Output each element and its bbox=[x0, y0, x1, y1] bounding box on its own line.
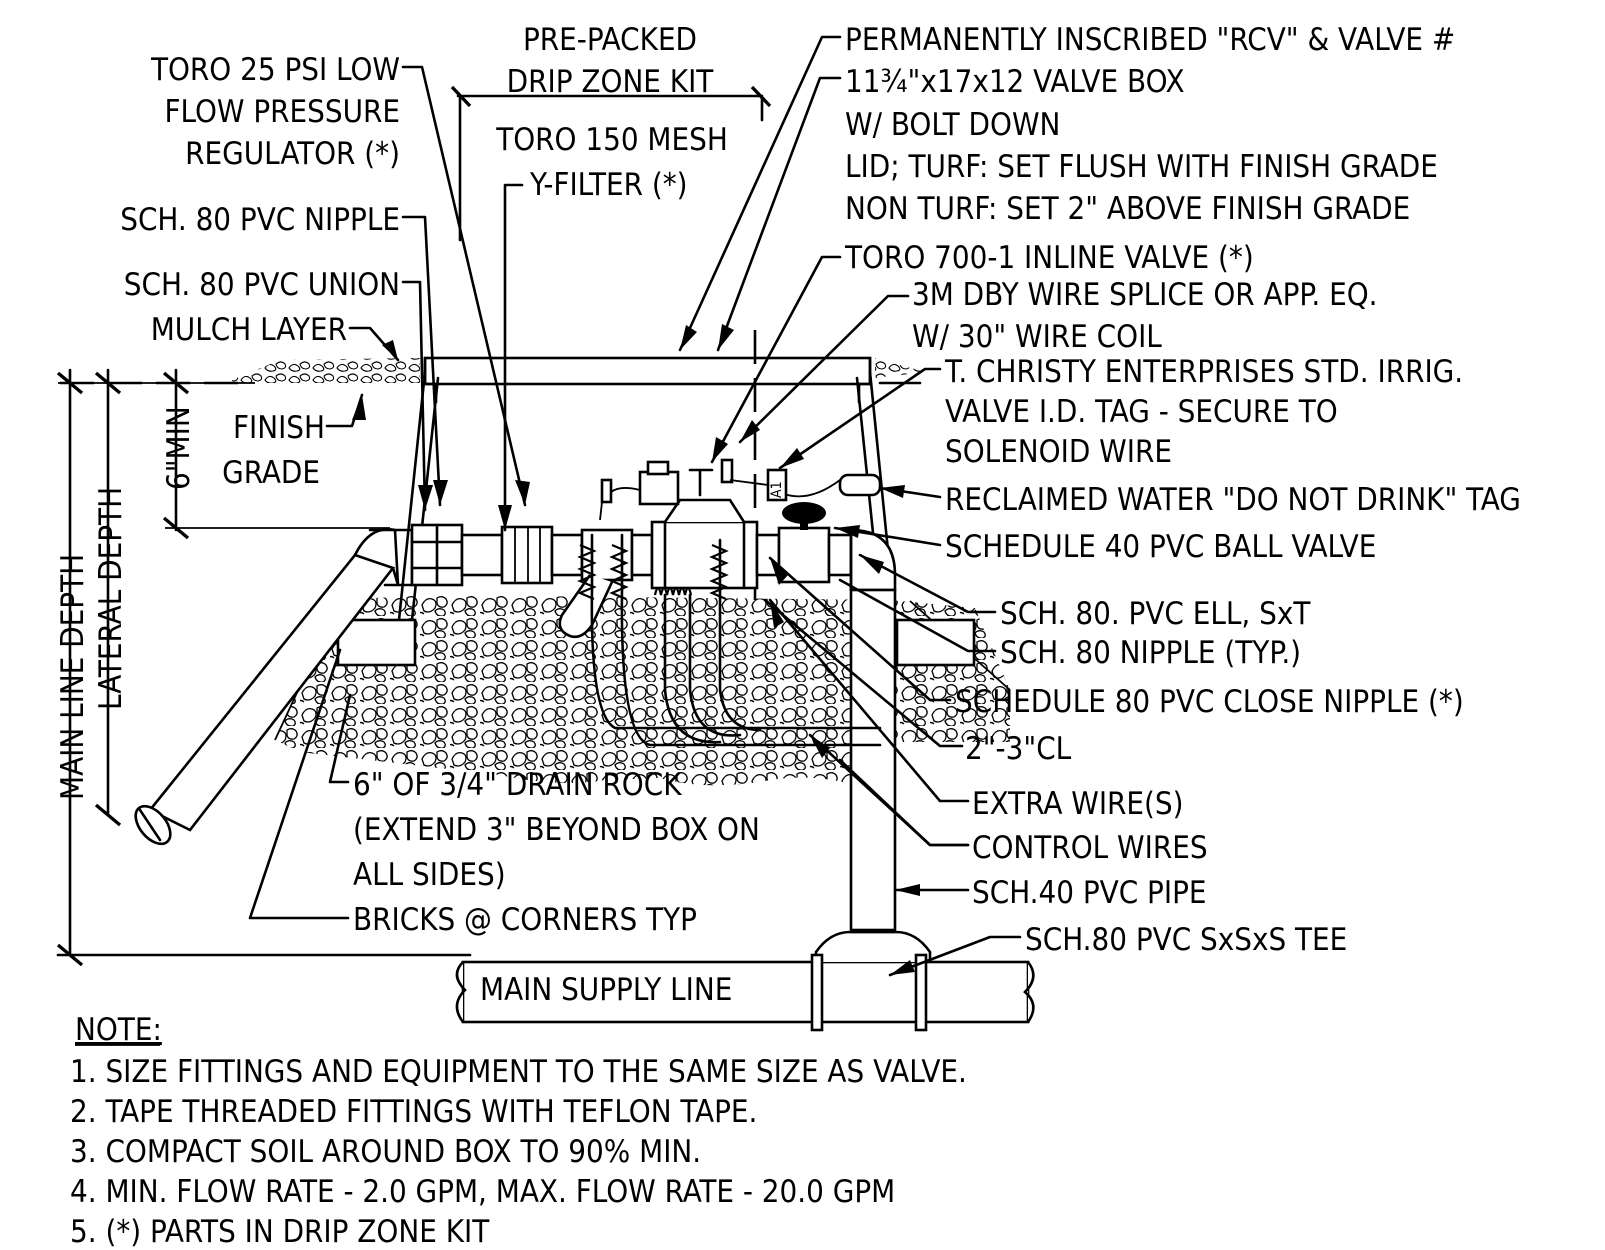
label-reclaimed-tag: RECLAIMED WATER "DO NOT DRINK" TAG bbox=[945, 482, 1521, 518]
note-item: 1. SIZE FITTINGS AND EQUIPMENT TO THE SA… bbox=[70, 1054, 967, 1090]
leader-arrowheads bbox=[352, 324, 920, 975]
note-item: 4. MIN. FLOW RATE - 2.0 GPM, MAX. FLOW R… bbox=[70, 1174, 895, 1210]
label-id-tag-2: VALVE I.D. TAG - SECURE TO bbox=[945, 394, 1338, 430]
label-finish-grade-2: GRADE bbox=[222, 455, 320, 491]
brick-left bbox=[336, 618, 417, 667]
leader-lines bbox=[248, 35, 1022, 977]
label-wire-splice-2: W/ 30" WIRE COIL bbox=[912, 319, 1162, 355]
valve-box-lid bbox=[423, 356, 872, 386]
label-id-tag-1: T. CHRISTY ENTERPRISES STD. IRRIG. bbox=[944, 354, 1463, 390]
valve-id-tag bbox=[766, 468, 788, 502]
label-valve-box-1: 11¾"x17x12 VALVE BOX bbox=[845, 64, 1185, 100]
label-drip-kit-2: DRIP ZONE KIT bbox=[507, 64, 715, 100]
left-labels: TORO 25 PSI LOW FLOW PRESSURE REGULATOR … bbox=[120, 52, 400, 491]
label-drain-rock-1: 6" OF 3/4" DRAIN ROCK bbox=[353, 767, 682, 803]
label-id-tag-3: SOLENOID WIRE bbox=[945, 434, 1172, 470]
label-valve-box-2: W/ BOLT DOWN bbox=[845, 107, 1060, 143]
lateral-depth-label: LATERAL DEPTH bbox=[93, 487, 129, 710]
note-item: 5. (*) PARTS IN DRIP ZONE KIT bbox=[70, 1214, 490, 1250]
label-ell: SCH. 80. PVC ELL, SxT bbox=[1000, 596, 1311, 632]
pressure-regulator bbox=[500, 525, 554, 585]
label-mulch: MULCH LAYER bbox=[151, 312, 347, 348]
label-inline-valve: TORO 700-1 INLINE VALVE (*) bbox=[844, 240, 1254, 276]
control-wires bbox=[577, 479, 882, 747]
sch40-riser-pipe bbox=[849, 588, 897, 932]
label-extra-wires: EXTRA WIRE(S) bbox=[972, 786, 1184, 822]
main-supply-line bbox=[455, 930, 1035, 1032]
label-valve-box-4: NON TURF: SET 2" ABOVE FINISH GRADE bbox=[845, 191, 1410, 227]
label-drain-rock-3: ALL SIDES) bbox=[353, 857, 506, 893]
six-inch-min-label: 6"MIN bbox=[161, 406, 197, 490]
inline-valve-body bbox=[650, 520, 759, 590]
label-close-nipple: SCHEDULE 80 PVC CLOSE NIPPLE (*) bbox=[955, 684, 1464, 720]
notes-block: NOTE: 1. SIZE FITTINGS AND EQUIPMENT TO … bbox=[70, 1012, 967, 1250]
mulch-layer bbox=[232, 358, 925, 383]
top-labels: PRE-PACKED DRIP ZONE KIT TORO 150 MESH Y… bbox=[495, 22, 728, 203]
label-valve-box-3: LID; TURF: SET FLUSH WITH FINISH GRADE bbox=[845, 149, 1438, 185]
label-drain-rock-2: (EXTEND 3" BEYOND BOX ON bbox=[353, 812, 760, 848]
note-item: 3. COMPACT SOIL AROUND BOX TO 90% MIN. bbox=[70, 1134, 701, 1170]
main-line-depth-label: MAIN LINE DEPTH bbox=[55, 554, 91, 800]
label-nipple: SCH. 80 PVC NIPPLE bbox=[120, 202, 400, 238]
label-finish-grade-1: FINISH bbox=[233, 410, 325, 446]
note-item: 2. TAPE THREADED FITTINGS WITH TEFLON TA… bbox=[70, 1094, 757, 1130]
label-main-supply: MAIN SUPPLY LINE bbox=[480, 972, 732, 1008]
valve-assembly bbox=[368, 458, 897, 932]
label-pressure-regulator-2: FLOW PRESSURE bbox=[165, 94, 401, 130]
label-pipe: SCH.40 PVC PIPE bbox=[972, 875, 1207, 911]
label-nipple-typ: SCH. 80 NIPPLE (TYP.) bbox=[1000, 635, 1301, 671]
label-pressure-regulator-3: REGULATOR (*) bbox=[185, 136, 400, 172]
solenoid bbox=[638, 470, 680, 506]
right-labels: PERMANENTLY INSCRIBED "RCV" & VALVE # 11… bbox=[844, 22, 1521, 958]
label-y-filter-1: TORO 150 MESH bbox=[495, 122, 728, 158]
valve-id-tag-text: A1 bbox=[769, 481, 785, 498]
notes-heading: NOTE: bbox=[75, 1012, 162, 1048]
label-union: SCH. 80 PVC UNION bbox=[124, 267, 400, 303]
label-bricks: BRICKS @ CORNERS TYP bbox=[353, 902, 697, 938]
label-control-wires: CONTROL WIRES bbox=[972, 830, 1208, 866]
label-drip-kit-1: PRE-PACKED bbox=[523, 22, 697, 58]
label-tee: SCH.80 PVC SxSxS TEE bbox=[1025, 922, 1347, 958]
label-pressure-regulator-1: TORO 25 PSI LOW bbox=[150, 52, 400, 88]
label-ball-valve: SCHEDULE 40 PVC BALL VALVE bbox=[945, 529, 1376, 565]
label-wire-splice-1: 3M DBY WIRE SPLICE OR APP. EQ. bbox=[912, 277, 1378, 313]
bottom-labels: 6" OF 3/4" DRAIN ROCK (EXTEND 3" BEYOND … bbox=[353, 767, 760, 1008]
reclaimed-water-tag bbox=[838, 473, 882, 497]
label-cl: 2"-3"CL bbox=[965, 731, 1072, 767]
label-y-filter-2: Y-FILTER (*) bbox=[529, 167, 688, 203]
brick-right bbox=[895, 618, 976, 667]
dimension-lines bbox=[56, 368, 472, 967]
label-inscribed: PERMANENTLY INSCRIBED "RCV" & VALVE # bbox=[845, 22, 1455, 58]
